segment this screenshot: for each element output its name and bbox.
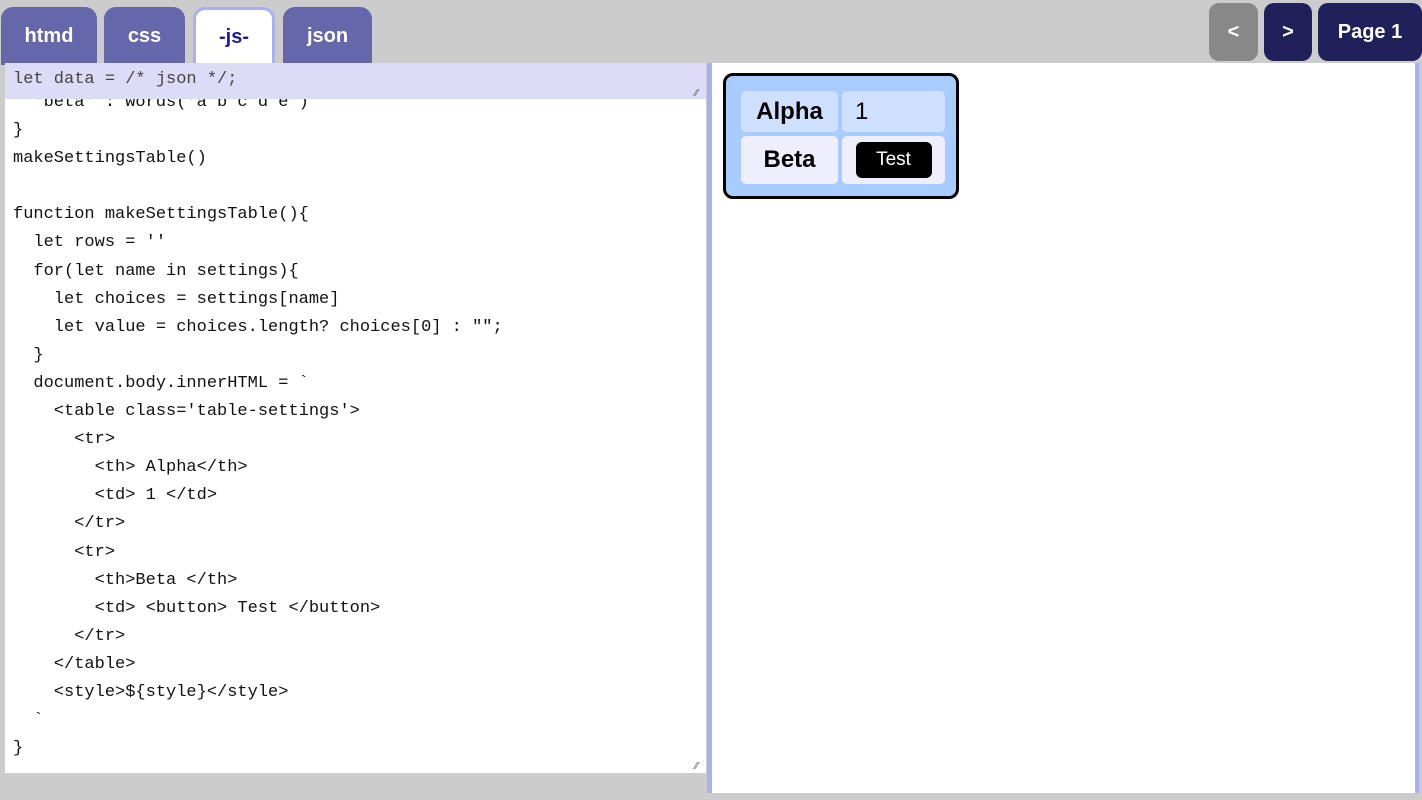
code-editor[interactable]: 'beta' : words('a b c d e') } makeSettin… bbox=[5, 99, 706, 773]
prev-page-button[interactable]: < bbox=[1209, 3, 1258, 61]
beta-value: Test bbox=[842, 136, 945, 184]
preview-border bbox=[1415, 63, 1419, 793]
tab-css[interactable]: css bbox=[104, 7, 185, 65]
alpha-label: Alpha bbox=[741, 91, 838, 132]
tab-js[interactable]: -js- bbox=[193, 7, 275, 65]
resize-grip-icon[interactable]: ⁄⁄ bbox=[695, 88, 699, 99]
preview-pane: Alpha 1 Beta Test bbox=[712, 63, 1415, 793]
resize-grip-icon[interactable]: ⁄⁄ bbox=[695, 761, 699, 772]
test-button[interactable]: Test bbox=[855, 142, 932, 178]
tab-json[interactable]: json bbox=[283, 7, 372, 65]
beta-label: Beta bbox=[741, 136, 838, 184]
next-page-button[interactable]: > bbox=[1264, 3, 1312, 61]
code-text[interactable]: 'beta' : words('a b c d e') } makeSettin… bbox=[13, 99, 503, 759]
alpha-value: 1 bbox=[842, 91, 945, 132]
page-indicator[interactable]: Page 1 bbox=[1318, 3, 1422, 61]
editor-header-line: let data = /* json */; bbox=[5, 63, 706, 99]
pane-divider[interactable] bbox=[707, 63, 712, 793]
tab-htmd[interactable]: htmd bbox=[1, 7, 97, 65]
settings-table: Alpha 1 Beta Test bbox=[723, 73, 959, 199]
